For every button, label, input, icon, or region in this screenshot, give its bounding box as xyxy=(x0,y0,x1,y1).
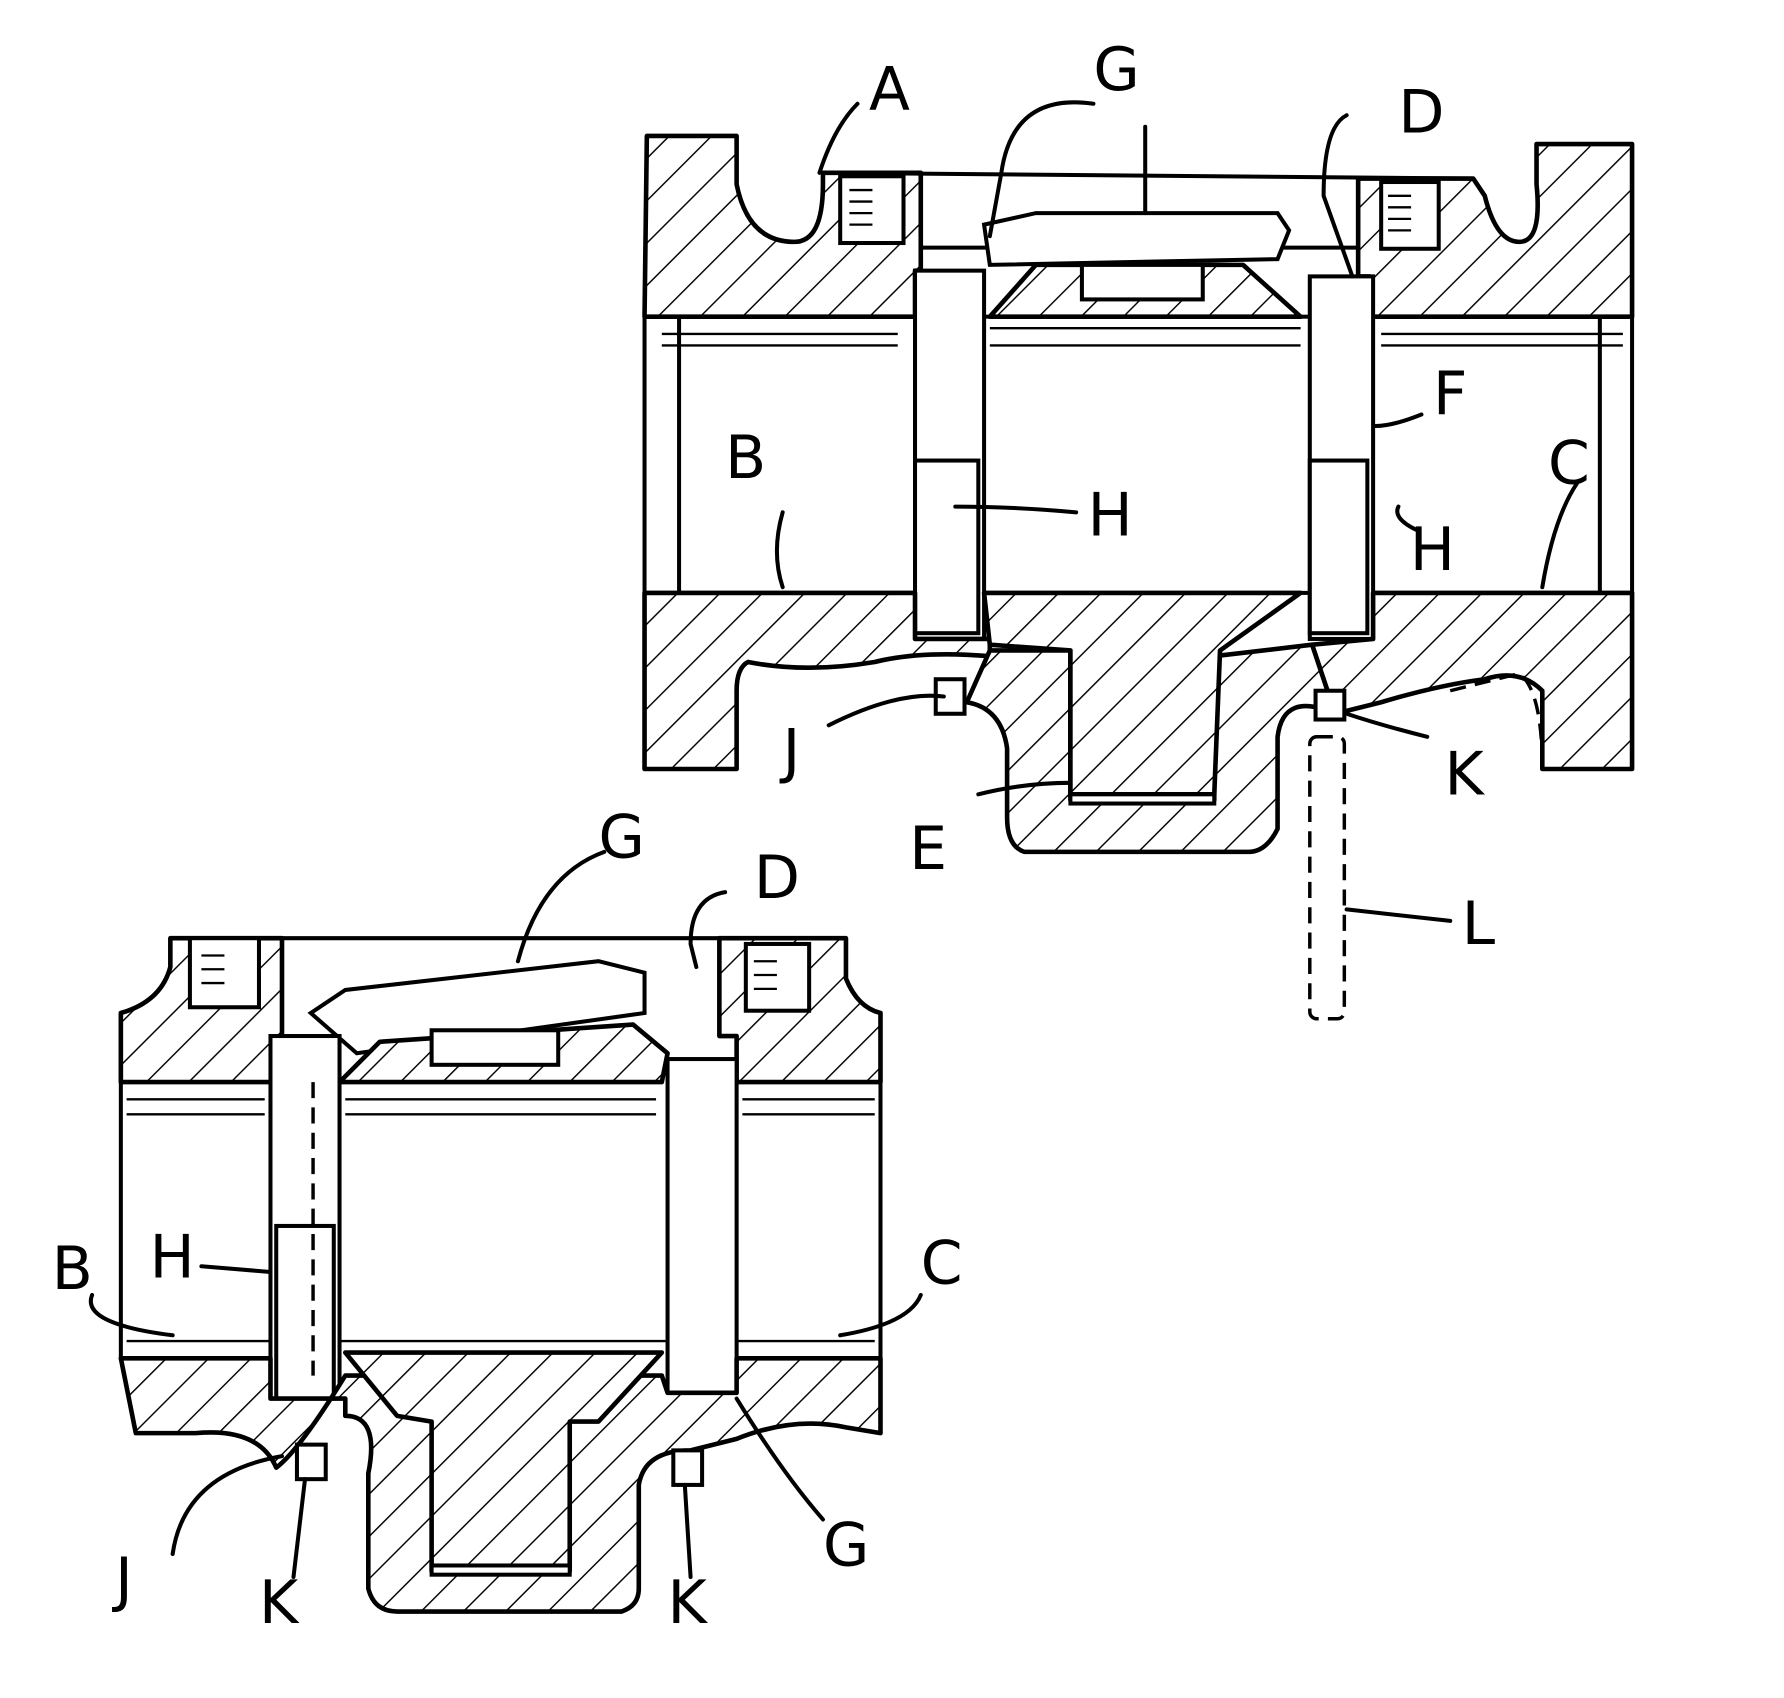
bottom-bolt-K xyxy=(673,1450,702,1485)
label-C: C xyxy=(1548,429,1590,499)
top-bolt-left xyxy=(840,176,903,243)
top-bolt-right xyxy=(1381,182,1439,249)
top-seat-H-right xyxy=(1310,461,1368,634)
label-B: B xyxy=(52,1234,93,1304)
label-B: B xyxy=(725,423,766,493)
label-H-left: H xyxy=(1088,480,1133,550)
label-A: A xyxy=(869,55,910,125)
label-K-right: K xyxy=(668,1568,709,1638)
label-H-right: H xyxy=(1410,515,1455,585)
label-D: D xyxy=(1398,78,1444,148)
label-G-top: G xyxy=(599,803,645,873)
label-D: D xyxy=(754,843,800,913)
top-gate-G xyxy=(984,213,1289,265)
top-seat-H-left xyxy=(915,461,978,634)
bottom-bolt-left xyxy=(190,938,259,1007)
bottom-bolt-right xyxy=(746,944,809,1011)
bottom-seat-H xyxy=(276,1226,334,1399)
bottom-bolt-J xyxy=(297,1445,326,1480)
label-L: L xyxy=(1462,889,1496,959)
label-C: C xyxy=(921,1228,963,1298)
label-G-bottom: G xyxy=(823,1510,869,1580)
bottom-figure: G D B H C J K K G xyxy=(52,803,963,1638)
label-J: J xyxy=(111,1545,133,1615)
label-K: K xyxy=(1444,739,1485,809)
stem-L-dashed xyxy=(1310,737,1345,1019)
top-bolt-K xyxy=(1316,691,1345,720)
label-K-left: K xyxy=(259,1568,300,1638)
bottom-seat-right xyxy=(668,1059,737,1393)
label-J: J xyxy=(779,716,801,786)
label-F: F xyxy=(1433,360,1467,430)
label-G: G xyxy=(1093,35,1139,105)
label-E: E xyxy=(909,814,947,884)
label-H: H xyxy=(150,1223,195,1293)
